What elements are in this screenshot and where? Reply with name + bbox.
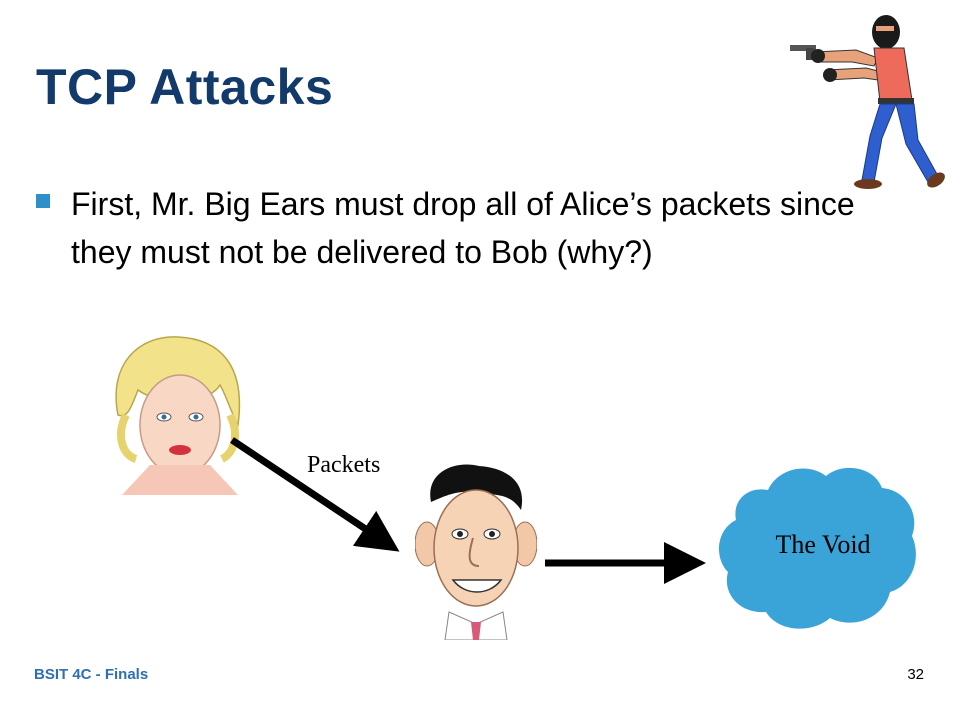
page-number: 32 <box>907 666 924 683</box>
slide-title: TCP Attacks <box>36 59 334 115</box>
void-label: The Void <box>775 530 871 559</box>
void-cloud-shape <box>718 467 916 629</box>
packets-label: Packets <box>307 452 381 478</box>
bullet-text: First, Mr. Big Ears must drop all of Ali… <box>71 186 855 270</box>
masked-gunman-icon <box>790 15 945 189</box>
footer-course-label: BSIT 4C - Finals <box>34 666 149 683</box>
big-ears-face-icon <box>415 464 537 640</box>
alice-face-icon <box>115 336 241 495</box>
bullet-square-icon <box>36 194 50 208</box>
